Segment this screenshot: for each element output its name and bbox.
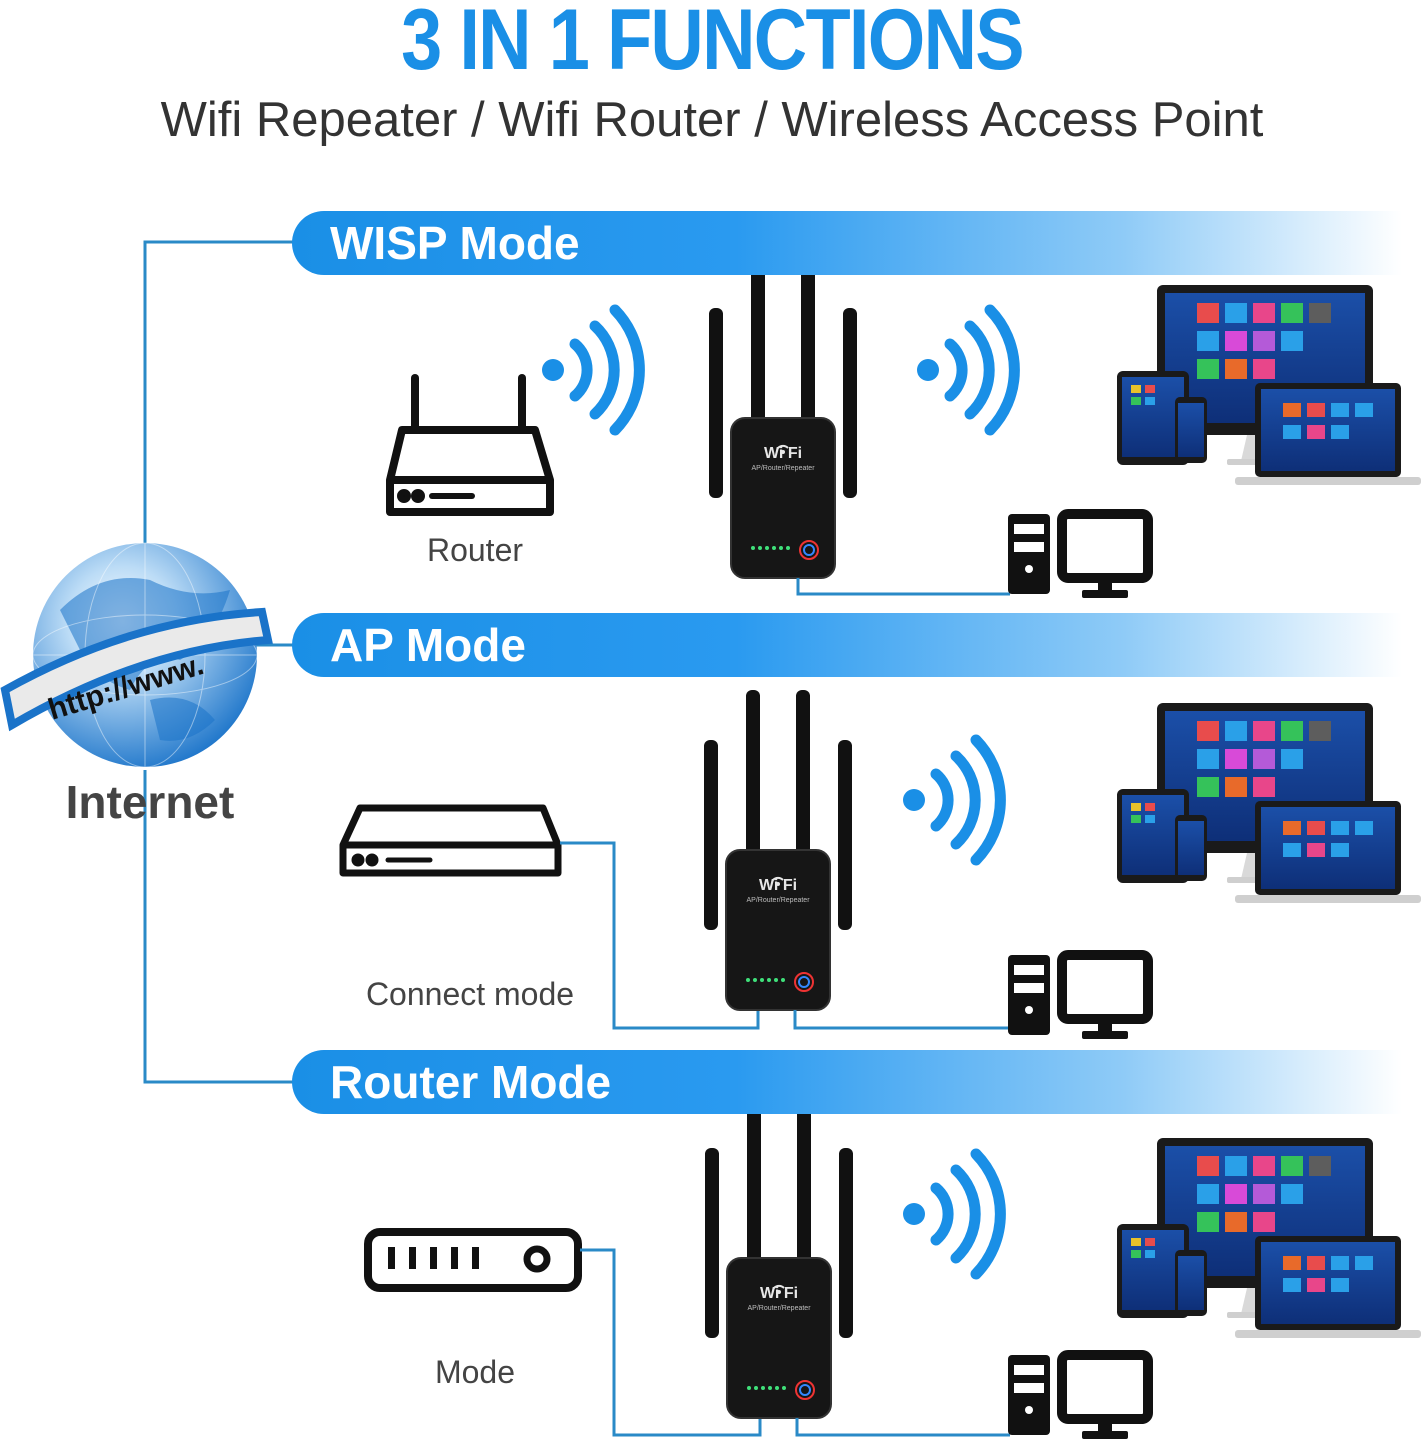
wisp-row: [386, 257, 1421, 598]
router-icon: [386, 374, 554, 516]
desktop-pc-icon: [1008, 1355, 1148, 1439]
switch-icon: [364, 1228, 582, 1292]
wifi-extender-device: [703, 689, 853, 1011]
desktop-pc-icon: [1008, 955, 1148, 1039]
globe-icon: http://www.: [0, 542, 273, 768]
router-row: [364, 1097, 1421, 1439]
wifi-extender-device: [708, 257, 858, 579]
client-devices-icon: [1117, 285, 1421, 485]
wifi-signal-icon: [903, 740, 1000, 860]
mode-label: Mode: [434, 1354, 516, 1390]
wifi-signal-icon: [917, 310, 1014, 430]
page-subtitle: Wifi Repeater / Wifi Router / Wireless A…: [160, 93, 1264, 147]
wifi-extender-device: [704, 1097, 854, 1419]
page-title: 3 IN 1 FUNCTIONS: [401, 0, 1024, 88]
router-mode-banner: Router Mode: [292, 1050, 1402, 1114]
ap-row: [339, 689, 1421, 1039]
router-label: Router: [426, 532, 524, 568]
wifi-signal-icon: [903, 1154, 1000, 1274]
wisp-mode-title: WISP Mode: [330, 217, 580, 269]
link-internet-router: [143, 770, 300, 1084]
client-devices-icon: [1117, 703, 1421, 903]
modem-icon: [339, 804, 562, 877]
ethernet-cable: [560, 841, 760, 1030]
link-internet-wisp: [143, 240, 300, 545]
connect-mode-label: Connect mode: [365, 976, 575, 1012]
desktop-pc-icon: [1008, 514, 1148, 598]
ethernet-cable: [793, 1010, 1010, 1030]
router-mode-title: Router Mode: [330, 1056, 612, 1108]
ap-mode-title: AP Mode: [330, 619, 526, 671]
wisp-mode-banner: WISP Mode: [292, 211, 1402, 275]
ethernet-cable: [795, 1418, 1010, 1437]
client-devices-icon: [1117, 1138, 1421, 1338]
wifi-signal-icon: [542, 310, 639, 430]
ap-mode-banner: AP Mode: [292, 613, 1402, 677]
ethernet-cable: [796, 578, 1010, 596]
internet-label: Internet: [65, 776, 235, 828]
ethernet-cable: [580, 1248, 762, 1437]
